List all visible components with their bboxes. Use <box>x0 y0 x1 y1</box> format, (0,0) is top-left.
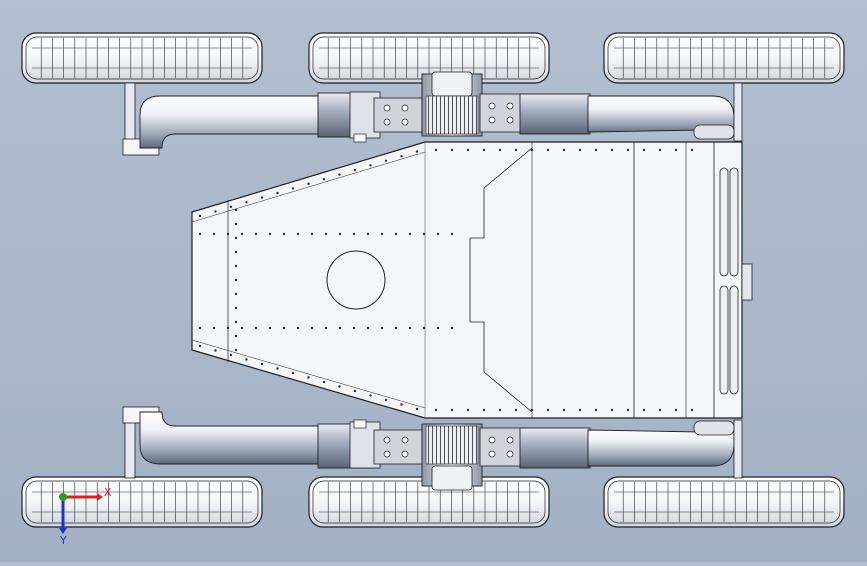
suspension-arm-left[interactable] <box>122 71 743 156</box>
wheel-middle-left[interactable] <box>308 32 550 84</box>
wheel-rear-left[interactable] <box>603 32 845 84</box>
wheel-front-left[interactable] <box>21 32 263 84</box>
wheel-rear-right[interactable] <box>603 476 845 528</box>
coordinate-triad: X Y <box>59 486 112 547</box>
chassis-body[interactable] <box>191 141 753 419</box>
wheel-front-right[interactable] <box>21 476 263 528</box>
triad-x-label: X <box>104 486 112 499</box>
triad-y-label: Y <box>59 534 67 547</box>
wheel-middle-right[interactable] <box>308 476 550 528</box>
suspension-arm-right[interactable] <box>122 406 743 491</box>
rivet-pattern <box>198 148 694 412</box>
